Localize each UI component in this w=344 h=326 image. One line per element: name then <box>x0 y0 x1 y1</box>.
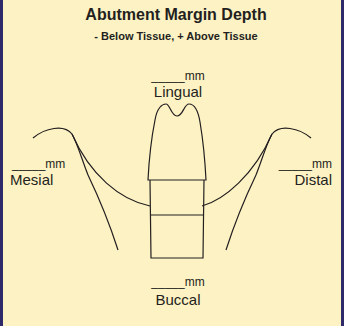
abutment <box>150 180 204 258</box>
tissue-left <box>72 134 150 206</box>
subtitle: - Below Tissue, + Above Tissue <box>94 30 257 42</box>
side-label: Mesial <box>10 172 53 189</box>
blank-line: _____mm <box>151 70 204 83</box>
blank-line: _____mm <box>151 276 204 289</box>
side-label: Distal <box>294 172 332 189</box>
border-right <box>341 0 344 326</box>
side-label: Lingual <box>154 84 202 101</box>
tissue-right <box>202 134 272 206</box>
abutment-margin <box>151 214 204 215</box>
border-left <box>0 0 3 326</box>
title: Abutment Margin Depth <box>85 6 266 24</box>
left-tooth-root <box>88 175 118 250</box>
crown <box>148 104 206 180</box>
side-label: Buccal <box>155 292 200 309</box>
blank-line: _____mm <box>12 158 65 171</box>
blank-line: _____mm <box>279 158 332 171</box>
right-tooth-root <box>226 175 256 250</box>
